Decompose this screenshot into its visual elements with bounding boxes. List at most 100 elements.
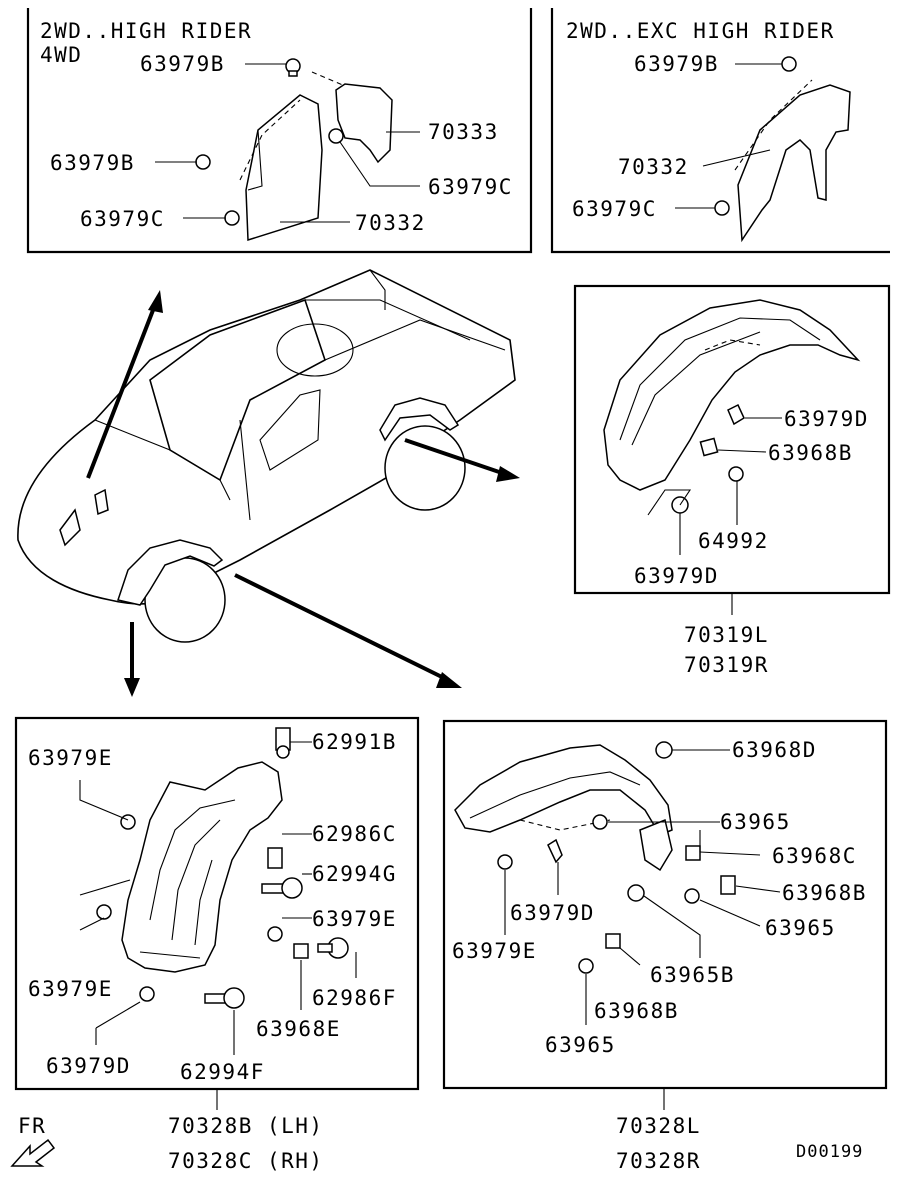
bolt-62994g <box>261 877 303 899</box>
splash-shield-70332 <box>737 84 851 243</box>
label-63968e: 63968E <box>256 1017 341 1041</box>
screw-64992 <box>728 466 744 482</box>
assembly-70328b-lh: 70328B (LH) <box>168 1114 324 1138</box>
label-63979d: 63979D <box>510 901 595 925</box>
clip-63979c-low <box>224 210 240 226</box>
nut-63968b-lower <box>605 933 621 949</box>
label-70332: 70332 <box>355 211 426 235</box>
label-63965: 63965 <box>545 1033 616 1057</box>
label-63979b: 63979B <box>50 151 135 175</box>
label-62986f: 62986F <box>312 986 397 1010</box>
front-arrow-icon <box>10 1138 56 1167</box>
panel-top-left-frame <box>26 8 533 254</box>
guide-dash <box>311 71 346 87</box>
label-63965: 63965 <box>720 810 791 834</box>
panel-rear-right: 63979D 63968B 64992 63979D 70319L 70319R <box>573 284 891 677</box>
panel-top-left: 2WD..HIGH RIDER 4WD 63979B 70333 63979B … <box>26 8 533 254</box>
clip-63979e <box>497 854 513 870</box>
label-63979c: 63979C <box>80 207 165 231</box>
bolt-62986f <box>317 937 349 959</box>
nut-63968b-right <box>720 875 736 895</box>
rear-liner <box>379 397 460 442</box>
front-wheelhouse-liner <box>121 761 283 973</box>
label-63979e: 63979E <box>28 977 113 1001</box>
label-63979e: 63979E <box>452 939 537 963</box>
clip-63979e-mid <box>267 926 283 942</box>
front-direction-indicator: FR <box>10 1114 56 1167</box>
diagram-code: D00199 <box>796 1142 863 1162</box>
label-63979d: 63979D <box>46 1054 131 1078</box>
nut-63968e <box>293 943 309 959</box>
label-63979b: 63979B <box>634 52 719 76</box>
arrow-to-front-right <box>234 573 462 688</box>
marker-lamp <box>94 488 109 516</box>
assembly-70328c-rh: 70328C (RH) <box>168 1149 324 1173</box>
panel-top-right-frame <box>550 8 890 254</box>
assembly-70328r: 70328R <box>616 1149 701 1173</box>
headlamp <box>59 508 81 547</box>
liner-flap <box>639 818 673 872</box>
clip-63979d-upper <box>727 403 745 426</box>
nut-63968c <box>685 845 701 861</box>
bracket-70333 <box>335 83 393 164</box>
label-62986c: 62986C <box>312 822 397 846</box>
bolt-63965b <box>627 884 645 902</box>
label-63968b: 63968B <box>782 881 867 905</box>
bolt-62986c <box>267 847 283 869</box>
arrow-to-front-left <box>124 622 140 697</box>
assembly-70328l: 70328L <box>616 1114 701 1138</box>
clip-63979b-top <box>285 58 301 77</box>
guide-dash <box>239 99 301 181</box>
clip-63979d <box>139 986 155 1002</box>
screw-63965-mid <box>684 888 700 904</box>
guide-dash <box>734 79 813 171</box>
guide-dash <box>704 339 761 351</box>
front-liner <box>117 539 224 606</box>
label-62994g: 62994G <box>312 862 397 886</box>
label-63979d: 63979D <box>784 407 869 431</box>
panel-front-right: 63968D 63965 63968C 63968B 63979D 63965 … <box>442 719 888 1173</box>
label-64992: 64992 <box>698 529 769 553</box>
rear-wheelhouse-liner <box>603 299 861 491</box>
clip-62991b <box>275 727 291 759</box>
clip-63979b-left <box>195 154 211 170</box>
label-62991b: 62991B <box>312 730 397 754</box>
label-63968b: 63968B <box>768 441 853 465</box>
bolt-62994f <box>204 987 245 1009</box>
label-63968b: 63968B <box>594 999 679 1023</box>
label-63979c: 63979C <box>572 197 657 221</box>
arrow-to-rear-panel <box>404 438 520 482</box>
clip-63979b <box>781 56 797 72</box>
assembly-70319r: 70319R <box>684 653 769 677</box>
splash-shield-70332 <box>245 94 323 242</box>
condition-4wd: 4WD <box>40 43 82 67</box>
panel-front-right-frame <box>442 719 888 1090</box>
clip-63979d <box>547 838 563 864</box>
label-70332: 70332 <box>618 155 689 179</box>
screw-63965-upper <box>592 814 608 830</box>
label-63965b: 63965B <box>650 963 735 987</box>
panel-front-left: 62991B 63979E 62986C 62994G 63979E 63979… <box>14 716 420 1173</box>
clip-63979e-top <box>120 814 136 830</box>
label-63979d: 63979D <box>634 564 719 588</box>
panel-top-right: 2WD..EXC HIGH RIDER 63979B 70332 63979C <box>550 8 890 254</box>
clip-63979c-mid <box>328 128 344 144</box>
label-63968c: 63968C <box>772 844 857 868</box>
condition-exc-high-rider: 2WD..EXC HIGH RIDER <box>566 19 835 43</box>
label-63979e: 63979E <box>312 907 397 931</box>
label-63979c: 63979C <box>428 175 513 199</box>
label-62994f: 62994F <box>180 1060 265 1084</box>
arrow-to-top-left <box>86 290 163 479</box>
label-63979e: 63979E <box>28 746 113 770</box>
label-63965: 63965 <box>765 916 836 940</box>
label-63979b: 63979B <box>140 52 225 76</box>
condition-high-rider: 2WD..HIGH RIDER <box>40 19 252 43</box>
nut-63968b <box>699 437 719 457</box>
rear-wheel <box>384 425 466 511</box>
screw-63965-lower <box>578 958 594 974</box>
assembly-70319l: 70319L <box>684 623 769 647</box>
pickup-truck-illustration <box>17 269 520 697</box>
shield-edge <box>247 129 263 191</box>
clip-63979e-left <box>96 904 112 920</box>
